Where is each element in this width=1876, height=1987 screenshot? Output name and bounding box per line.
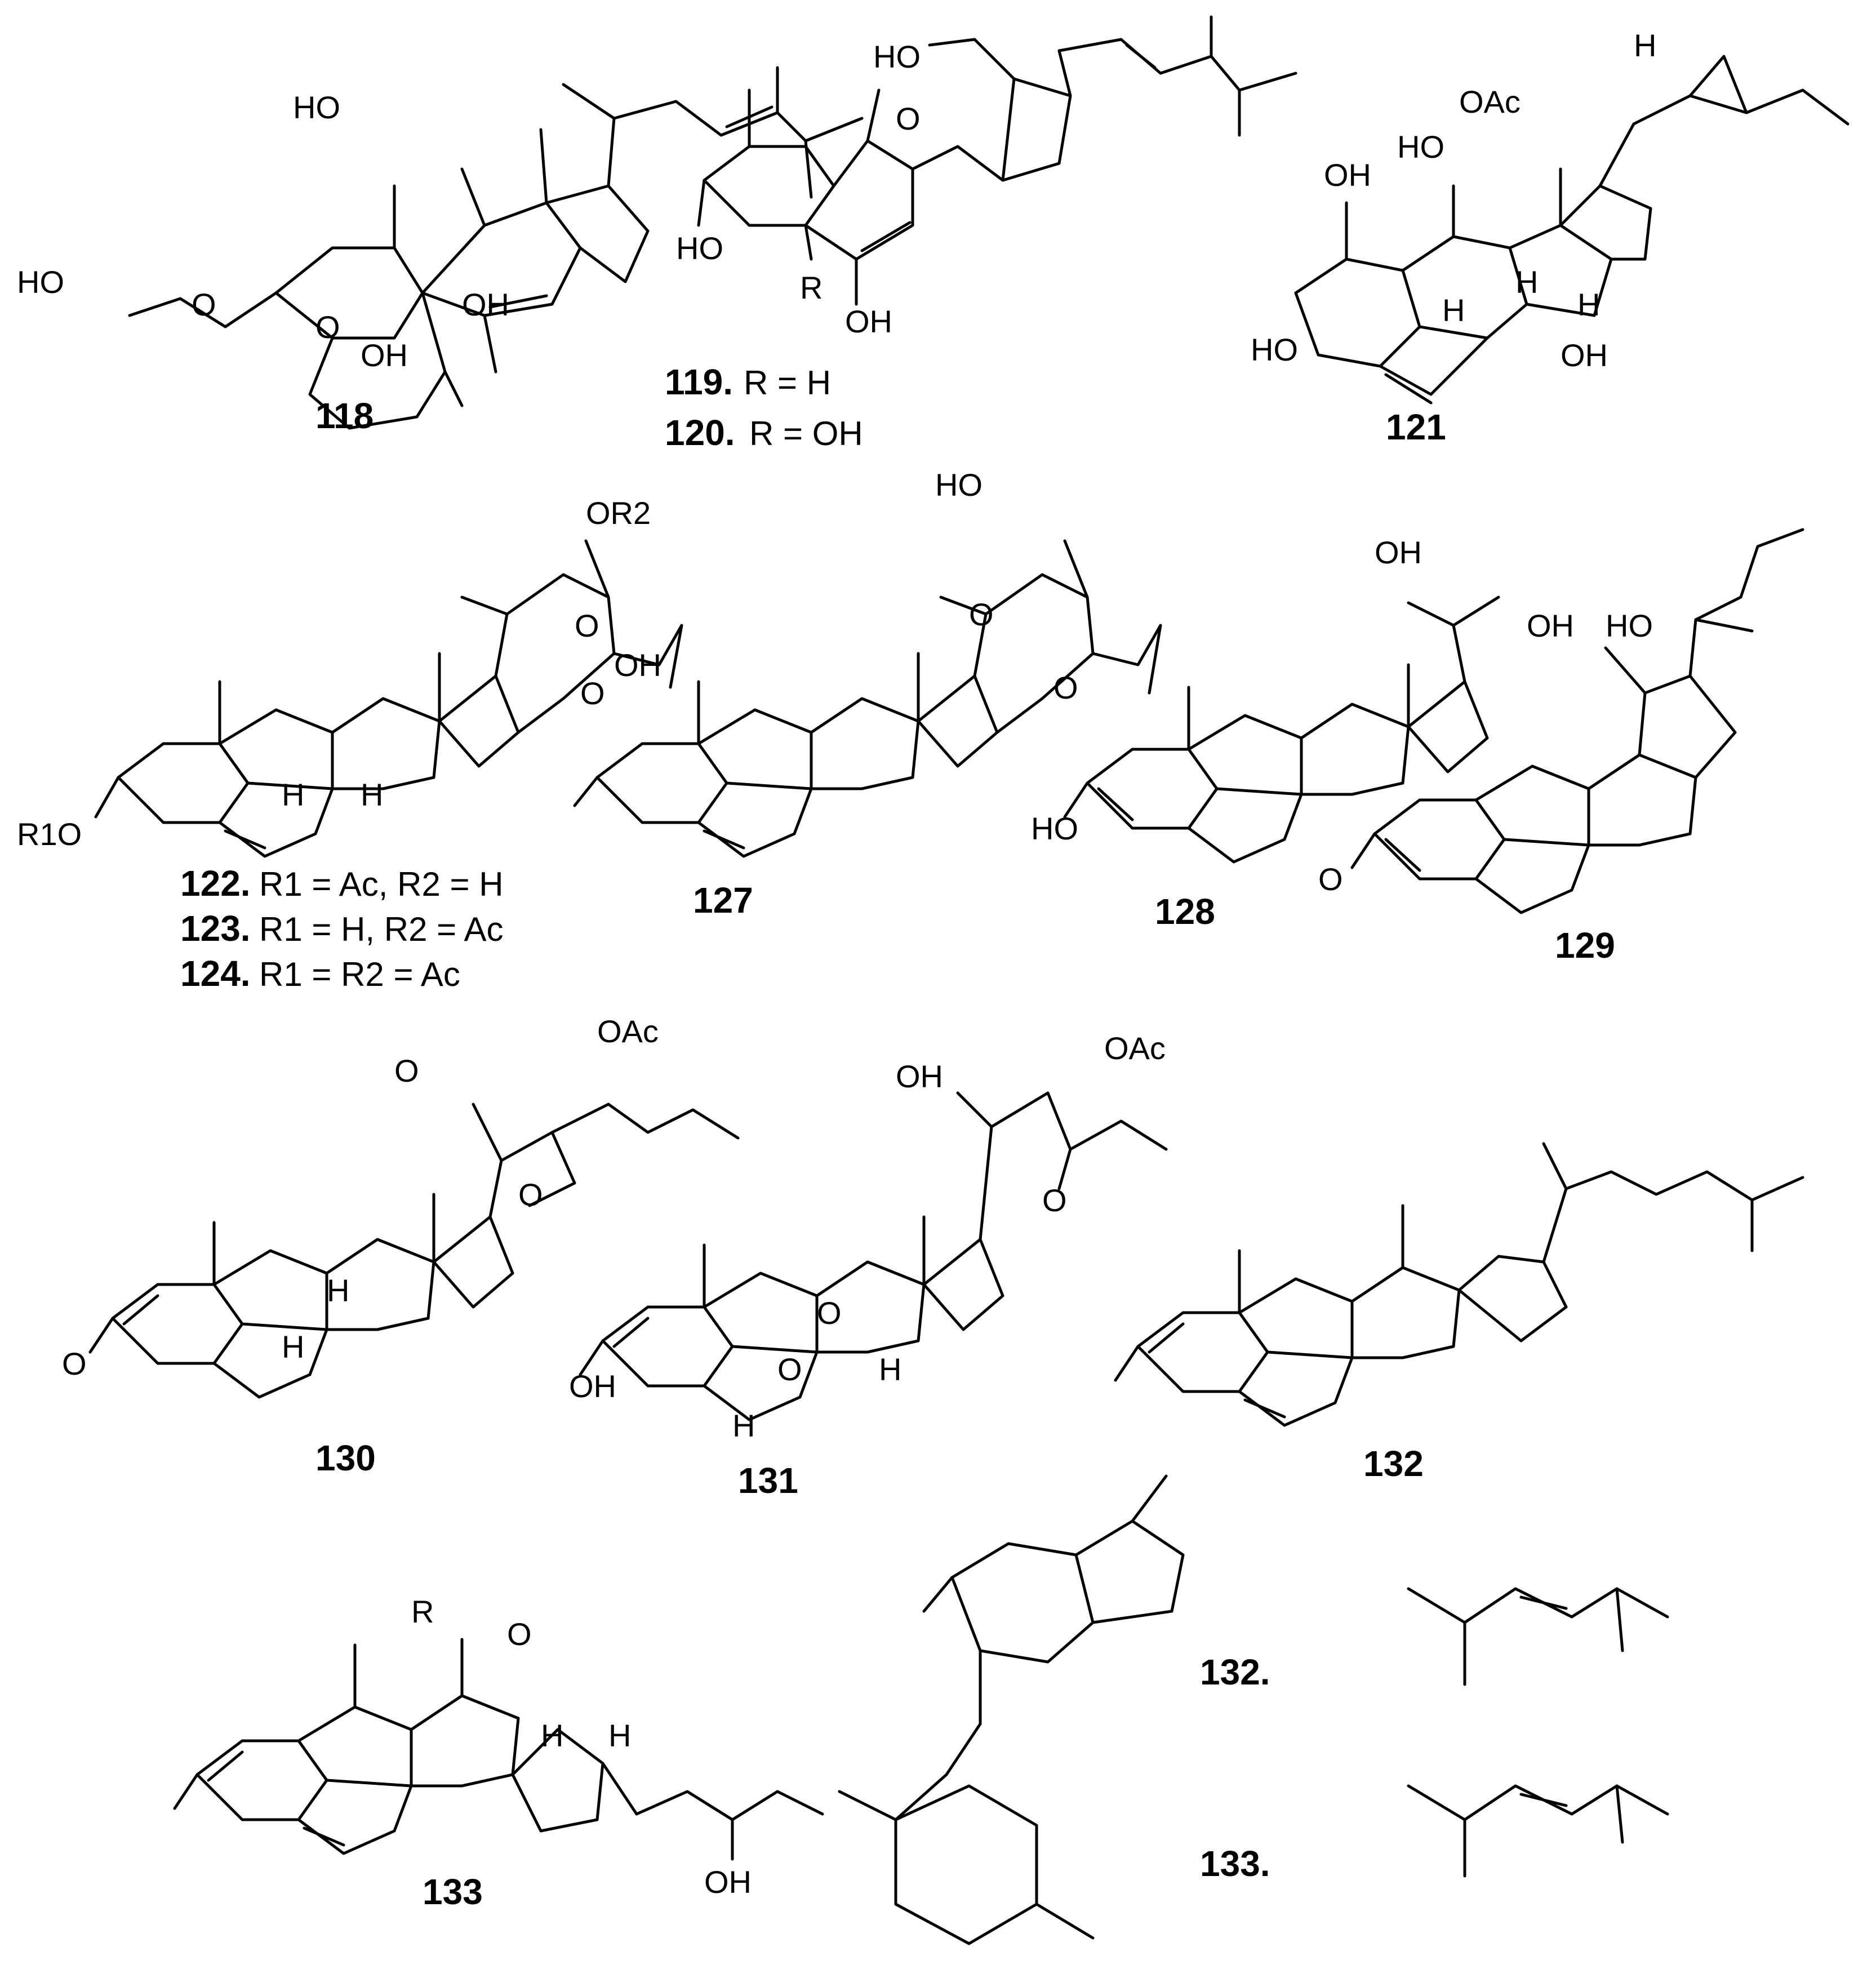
structure-118: HO HO O O OH OH 118 [17, 66, 864, 436]
atom-label: OH [845, 304, 892, 339]
atom-label: O [1318, 861, 1343, 897]
atom-label: H [879, 1352, 901, 1387]
compound-number: 122. [180, 863, 251, 904]
compound-number: 133 [423, 1872, 483, 1912]
atom-label: O [507, 1616, 532, 1652]
compound-number: 127 [693, 880, 753, 921]
atom-label: OH [614, 647, 661, 683]
atom-label: O [1042, 1183, 1067, 1218]
compound-number: 132. [1200, 1652, 1270, 1692]
atom-label: OH [1527, 608, 1574, 643]
atom-label: HO [873, 39, 921, 74]
atom-label: OAc [1459, 84, 1521, 119]
structure-125: HO O O 127 [573, 467, 1162, 921]
atom-label: OH [569, 1368, 616, 1404]
atom-label: R [411, 1594, 434, 1629]
atom-label: HO [676, 230, 723, 266]
compound-r-group: R = OH [749, 415, 863, 452]
atom-label: O [777, 1352, 802, 1387]
atom-label: H [1442, 292, 1465, 328]
atom-label: OH [1375, 535, 1422, 570]
atom-label: O [192, 287, 216, 322]
atom-label: OH [462, 287, 509, 322]
structure-127: OH HO O 129 [1318, 528, 1804, 966]
atom-label: H [732, 1408, 755, 1443]
atom-label: H [1577, 287, 1600, 322]
compound-r-group: R1 = Ac, R2 = H [259, 865, 504, 903]
compound-number: 124. [180, 953, 251, 994]
compound-number: 121 [1386, 407, 1446, 447]
structure-122-124: OR2 O O OH R1O H H 122. R1 = Ac, R2 = H … [17, 495, 683, 994]
atom-label: O [817, 1295, 842, 1331]
compound-r-group: R1 = H, R2 = Ac [259, 910, 504, 948]
atom-label: OR2 [586, 495, 651, 531]
structure-131: R O H H OH 133 [173, 1594, 824, 1912]
atom-label: H [608, 1718, 631, 1753]
atom-label: OH [1561, 337, 1608, 373]
atom-label: HO [1606, 608, 1653, 643]
atom-label: O [394, 1053, 419, 1088]
compound-number: 128 [1155, 891, 1215, 932]
structure-119-120: HO O HO R OH 119. R = H 120. R = OH [665, 15, 1297, 453]
compound-number: 132 [1363, 1443, 1424, 1484]
atom-label: H [282, 777, 304, 812]
structure-121: OAc HO OH HO OH H H H H 121 [1251, 28, 1850, 447]
compound-r-group: R = H [744, 364, 831, 402]
atom-label: O [518, 1177, 543, 1212]
atom-label: O [896, 101, 921, 136]
atom-label: H [1515, 264, 1538, 300]
atom-label: R [800, 270, 823, 305]
atom-label: OAc [597, 1013, 659, 1049]
atom-label: O [62, 1346, 87, 1381]
atom-label: O [575, 608, 599, 643]
atom-label: OH [361, 337, 408, 373]
compound-number: 129 [1555, 925, 1615, 966]
atom-label: OH [1324, 157, 1371, 193]
atom-label: HO [1397, 129, 1444, 165]
atom-label: H [541, 1718, 563, 1753]
atom-label: OH [704, 1864, 752, 1900]
atom-label: O [1053, 670, 1078, 705]
atom-label: HO [293, 90, 340, 125]
compound-number: 131 [738, 1460, 798, 1501]
structure-128: OAc O O O H H 130 [62, 1013, 740, 1478]
structure-130: 132 [1114, 1142, 1804, 1484]
atom-label: O [969, 597, 994, 632]
atom-label: OH [896, 1059, 943, 1094]
atom-label: H [1634, 28, 1656, 63]
atom-label: H [361, 777, 383, 812]
structure-129: OAc OH O OH O O H H 131 [569, 1030, 1168, 1501]
atom-label: H [282, 1329, 304, 1364]
compound-number: 123. [180, 908, 251, 949]
compound-number: 133. [1200, 1843, 1270, 1884]
structure-132-133: 132. 133. [838, 1474, 1669, 1945]
compound-number: 118 [315, 395, 374, 436]
atom-label: H [327, 1273, 349, 1308]
compound-number: 119. [665, 362, 733, 402]
structure-126: OH HO 128 [1031, 535, 1500, 932]
atom-label: HO [17, 264, 64, 300]
atom-label: OAc [1104, 1030, 1166, 1066]
compound-number: 130 [315, 1438, 376, 1478]
atom-label: HO [1031, 811, 1078, 846]
atom-label: O [315, 309, 340, 345]
compound-r-group: R1 = R2 = Ac [259, 955, 460, 993]
atom-label: HO [1251, 332, 1298, 367]
atom-label: HO [935, 467, 983, 503]
compound-number: 120. [665, 412, 735, 453]
atom-label: R1O [17, 816, 82, 852]
atom-label: O [580, 675, 605, 711]
